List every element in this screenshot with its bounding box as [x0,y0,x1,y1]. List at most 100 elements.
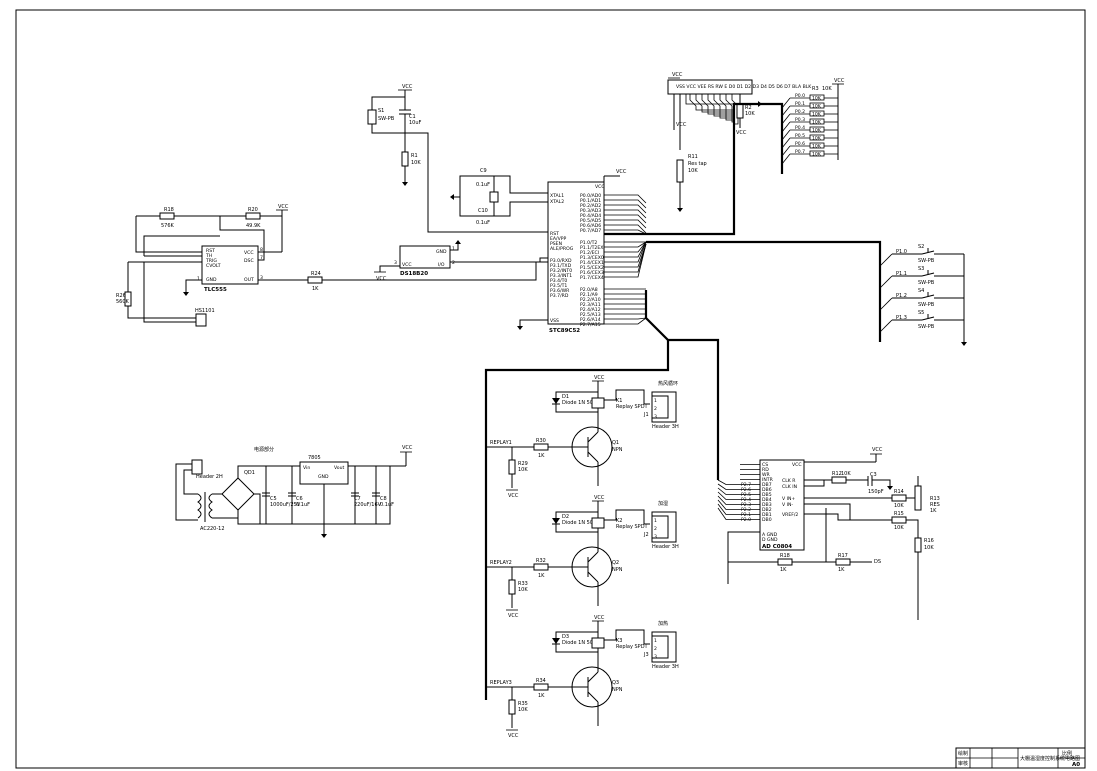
mcu-p0-pin: P0.2/AD2 [580,203,601,209]
r20-val: 49.9K [246,223,261,229]
mcu-p2-pins: P2.0/A8P2.1/A9P2.2/A10P2.3/A11P2.4/A12P2… [580,287,601,328]
key-type: SW-PB [918,280,935,286]
pulldown-resistor [508,459,516,475]
adc-port-label: P2.7 [741,482,751,488]
pullup-val: 10K [812,104,822,110]
mcu-p0-pin: P0.0/AD0 [580,193,601,199]
power-vcc-label: VCC [402,445,413,451]
pulldown-val: 10K [518,707,528,713]
r16-ref: R16 [924,538,934,544]
title-code: A0 [1072,762,1080,768]
relay-type: Replay SPDT [616,644,649,650]
pulldown-val: 10K [518,587,528,593]
pullup-diag [781,105,791,117]
diode-type: Diode 1N 504 [562,640,596,646]
bridge-label: QD1 [244,470,255,476]
relay-ref: K1 [616,398,622,404]
diode-type: Diode 1N 504 [562,520,596,526]
pullup-vcc: VCC [834,78,845,84]
timer-pin7: 7 [260,255,263,261]
diode-icon [552,398,560,404]
r24-resistor [307,276,323,284]
c8-val: 0.1uF [380,502,394,508]
r1-val: 10K [411,160,421,166]
bridge-rectifier [221,477,255,511]
mcu-p3-pin: P3.1/TXD [550,263,572,269]
p1-wire [604,243,647,278]
c10-val: 0.1uF [476,220,490,226]
pullup-net: P0.4 [795,125,805,131]
header-ref: J3 [643,652,649,658]
key-switch [921,316,935,321]
r2-ref: R2 [745,105,752,111]
npn-type: NPN [612,567,623,573]
npn-emitter [587,691,599,703]
key-switch [921,250,935,255]
r13-type: RES [930,502,940,508]
pulldown-resistor [508,699,516,715]
relay-ref: K3 [616,638,622,644]
r2-resistor [736,103,744,119]
p1-wire [604,241,647,258]
r15-val: 10K [894,525,904,531]
pullup-resistor [809,118,825,125]
r14-ref: R14 [894,489,904,495]
r11-pot [676,159,684,183]
p0-wire [604,194,647,204]
header-pin: 3 [654,654,657,660]
npn-emitter [587,451,599,463]
ds18b20-pin2: 2 [452,260,455,266]
mcu-p1-pin: P1.4/CEX1 [580,260,604,266]
lcd-leads [685,94,739,125]
reg-vout: Vout [334,465,345,471]
timer-out-pin: OUT [244,277,254,283]
lcd-vcc-label: VCC [672,72,683,78]
s1-ref: S1 [378,108,384,114]
pulldown-vcc: VCC [508,733,519,739]
header-pin: 1 [654,518,657,524]
pullup-diag [781,137,791,149]
c8-ref: C8 [380,496,387,502]
npn-emitter [587,571,599,583]
key-ref: S3 [918,266,924,272]
pulldown-vcc: VCC [508,613,519,619]
r13-val: 1K [930,508,937,514]
c10-ref: C10 [478,208,488,214]
r3-val: 10K [822,86,832,92]
timer-dsc-pin: DSC [244,258,254,264]
relay-coil-wire [555,501,599,533]
pullup-resistor [809,142,825,149]
key-net: P1.0 [896,249,907,255]
relay-contact-wire [604,629,650,645]
r13-ref: R13 [930,496,940,502]
diode-type: Diode 1N 504 [562,400,596,406]
mcu-p0-pin: P0.1/AD1 [580,198,601,204]
ds18b20-io: I/O [438,262,445,268]
timer-trig: TRIG [205,258,217,264]
pullup-val: 10K [812,120,822,126]
c9-ref: C9 [480,168,487,174]
mcu-p1-pin: P1.5/CEX2 [580,265,604,271]
c1-val: 10uF [409,120,422,126]
c5-ref: C5 [270,496,277,502]
adc-vcc-label: VCC [872,447,883,453]
adc-left-pin: DB2 [762,507,772,513]
adc-right-pin: CLK IN [782,484,797,490]
c6-val: 0.1uF [296,502,310,508]
r1-ref: R1 [411,153,418,159]
pullup-net: P0.1 [795,101,805,107]
pullup-diag [781,153,791,165]
timer-pin8: 8 [260,247,263,253]
adc-agnd: A GND [762,532,778,538]
pullup-resistor [809,126,825,133]
adc-port-wire [717,507,740,520]
mcu-p2-pin: P2.0/A8 [580,287,598,293]
power-header-label: Header 2H [196,474,223,480]
mcu-p0-pin: P0.5/AD5 [580,218,601,224]
relay-contact-wire [604,509,650,525]
crystal-circuit: C9 0.1uF C10 0.1uF [450,168,548,226]
title-row1: 绘制 [958,750,968,757]
adc-port-label: P2.2 [741,507,751,513]
c6-ref: C6 [296,496,303,502]
